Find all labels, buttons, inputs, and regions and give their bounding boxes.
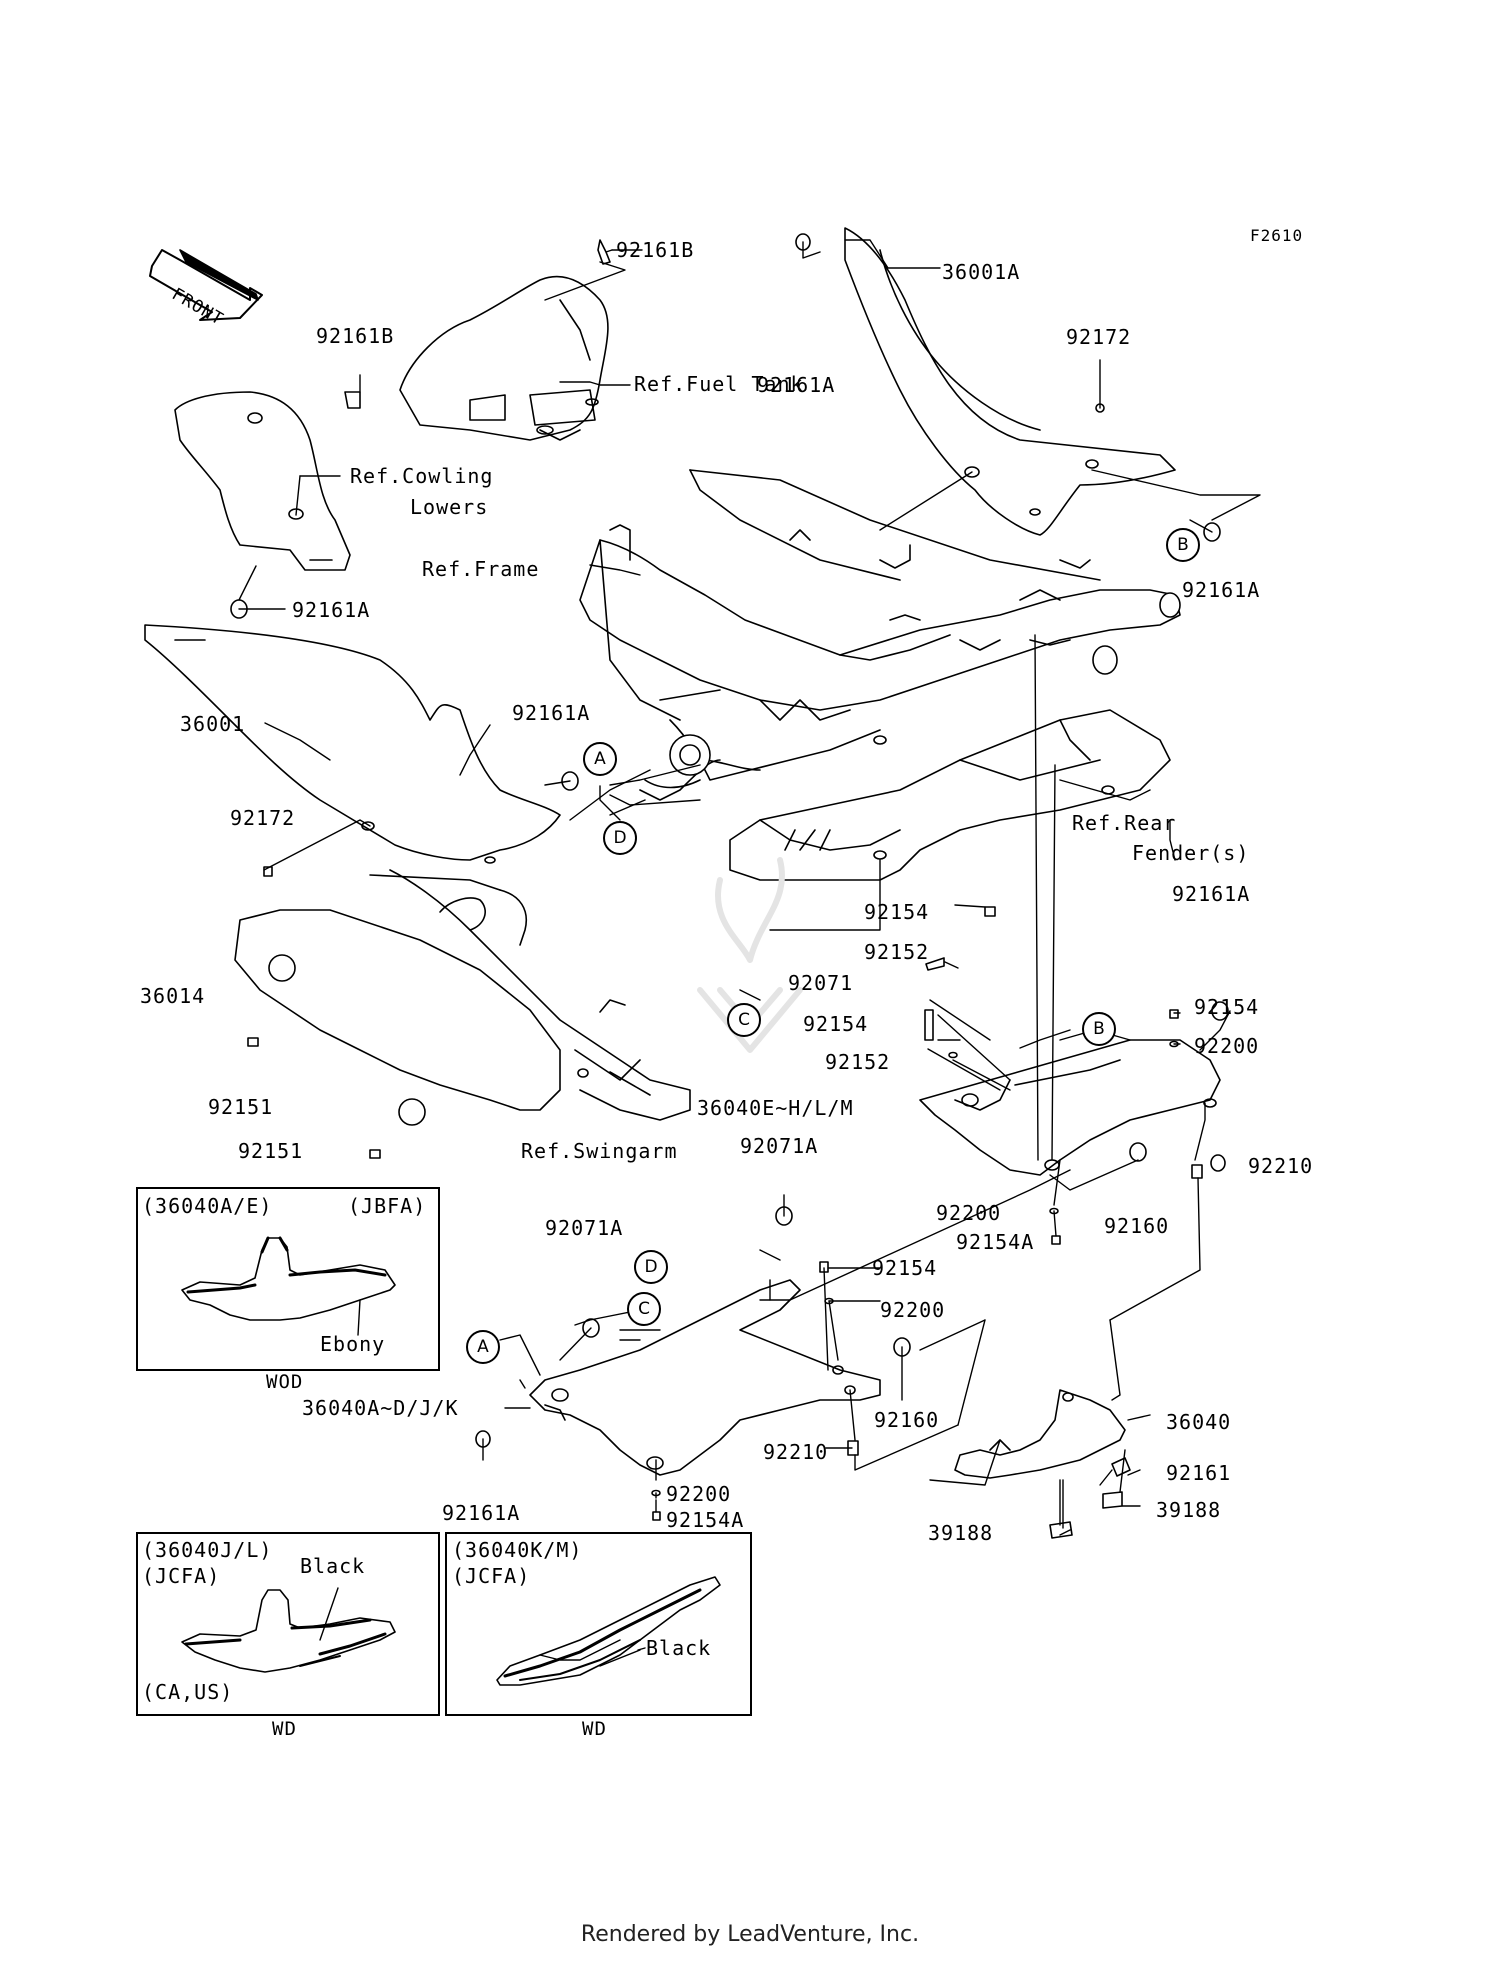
front-arrow-icon xyxy=(149,249,263,321)
clip-92161b-top xyxy=(597,239,611,265)
label-92200-c: 92200 xyxy=(880,1298,946,1322)
label-92154-c: 92154 xyxy=(1194,995,1260,1019)
label-ref-fuel-tank: Ref.Fuel Tank xyxy=(634,372,804,396)
inset1-caption: WOD xyxy=(266,1371,304,1393)
label-92161: 92161 xyxy=(1166,1461,1232,1485)
inset2-drawing xyxy=(181,1587,396,1673)
label-92210-a: 92210 xyxy=(1248,1154,1314,1178)
inset2-box xyxy=(136,1532,440,1716)
inset2-caption: WD xyxy=(272,1718,297,1740)
label-92152-b: 92152 xyxy=(825,1050,891,1074)
label-92172-top: 92172 xyxy=(1066,325,1132,349)
side-cover-36001 xyxy=(144,624,561,864)
inset3-model: (36040K/M) xyxy=(452,1538,583,1562)
label-92200-a: 92200 xyxy=(1194,1034,1260,1058)
inset1-drawing xyxy=(181,1236,396,1336)
label-36001: 36001 xyxy=(180,712,246,736)
label-39188-b: 39188 xyxy=(928,1521,994,1545)
label-92161a-left: 92161A xyxy=(292,598,371,622)
label-92200-b: 92200 xyxy=(936,1201,1002,1225)
inset1-box xyxy=(136,1187,440,1371)
label-92200-d: 92200 xyxy=(666,1482,732,1506)
callout-c2: C xyxy=(627,1292,661,1326)
label-36040e: 36040E~H/L/M xyxy=(697,1096,854,1120)
callout-d1: D xyxy=(603,821,637,855)
leader-lines xyxy=(238,239,1261,1536)
inset3-caption: WD xyxy=(582,1718,607,1740)
rear-fender-part xyxy=(729,709,1171,881)
label-92161a-bot: 92161A xyxy=(442,1501,521,1525)
inset3-drawing xyxy=(496,1576,721,1686)
label-92071: 92071 xyxy=(788,971,854,995)
label-36014: 36014 xyxy=(140,984,206,1008)
label-92154a-b: 92154A xyxy=(666,1508,745,1532)
inset2-color: Black xyxy=(300,1554,366,1578)
label-ref-rear-2: Fender(s) xyxy=(1132,841,1250,865)
callout-a1: A xyxy=(583,742,617,776)
label-92172-left: 92172 xyxy=(230,806,296,830)
label-92161a-top: 92161A xyxy=(757,373,836,397)
label-92154-b: 92154 xyxy=(803,1012,869,1036)
label-ref-cowling: Ref.Cowling xyxy=(350,464,494,488)
inset1-color: Ebony xyxy=(320,1332,386,1356)
inset3-color: Black xyxy=(646,1636,712,1660)
fuel-tank-part xyxy=(399,275,609,441)
figure-code: F2610 xyxy=(1250,226,1304,245)
footer-credit: Rendered by LeadVenture, Inc. xyxy=(580,1922,920,1947)
label-92071a-b: 92071A xyxy=(545,1216,624,1240)
label-36040: 36040 xyxy=(1166,1410,1232,1434)
label-ref-swingarm: Ref.Swingarm xyxy=(521,1139,678,1163)
side-undercover-36040a xyxy=(529,1279,881,1476)
frame-part xyxy=(579,469,1181,801)
inset2-region: (JCFA) xyxy=(142,1564,221,1588)
label-92210-b: 92210 xyxy=(763,1440,829,1464)
label-92151-a: 92151 xyxy=(208,1095,274,1119)
label-92152-a: 92152 xyxy=(864,940,930,964)
cowling-lower-part xyxy=(174,391,351,571)
label-ref-rear: Ref.Rear xyxy=(1072,811,1177,835)
callout-b2: B xyxy=(1082,1012,1116,1046)
label-92154-d: 92154 xyxy=(872,1256,938,1280)
label-92161a-r2: 92161A xyxy=(1172,882,1251,906)
label-39188-a: 39188 xyxy=(1156,1498,1222,1522)
label-92161b-top: 92161B xyxy=(616,238,695,262)
label-92071a-a: 92071A xyxy=(740,1134,819,1158)
inset3-box xyxy=(445,1532,752,1716)
callout-c1: C xyxy=(727,1003,761,1037)
label-36001a: 36001A xyxy=(942,260,1021,284)
inset1-region: (JBFA) xyxy=(348,1194,427,1218)
clip-92161b-left xyxy=(344,391,361,409)
tail-cover-36001a xyxy=(844,227,1176,536)
label-92161b-left: 92161B xyxy=(316,324,395,348)
inset2-model: (36040J/L) xyxy=(142,1538,273,1562)
label-92161a-mid: 92161A xyxy=(512,701,591,725)
callout-a2: A xyxy=(466,1330,500,1364)
undercover-36040e xyxy=(919,1039,1221,1176)
label-ref-cowling-2: Lowers xyxy=(410,495,489,519)
label-36040a: 36040A~D/J/K xyxy=(302,1396,459,1420)
label-92161a-right: 92161A xyxy=(1182,578,1261,602)
label-92154-a: 92154 xyxy=(864,900,930,924)
label-ref-frame: Ref.Frame xyxy=(422,557,540,581)
label-92160-b: 92160 xyxy=(874,1408,940,1432)
undercover-36040 xyxy=(954,1389,1126,1479)
callout-b1: B xyxy=(1166,528,1200,562)
label-92160-a: 92160 xyxy=(1104,1214,1170,1238)
inset2-market: (CA,US) xyxy=(142,1680,234,1704)
label-92151-b: 92151 xyxy=(238,1139,304,1163)
chain-cover-36014 xyxy=(234,869,691,1126)
inset1-model: (36040A/E) xyxy=(142,1194,273,1218)
inset3-region: (JCFA) xyxy=(452,1564,531,1588)
label-92154a-a: 92154A xyxy=(956,1230,1035,1254)
callout-d2: D xyxy=(634,1250,668,1284)
